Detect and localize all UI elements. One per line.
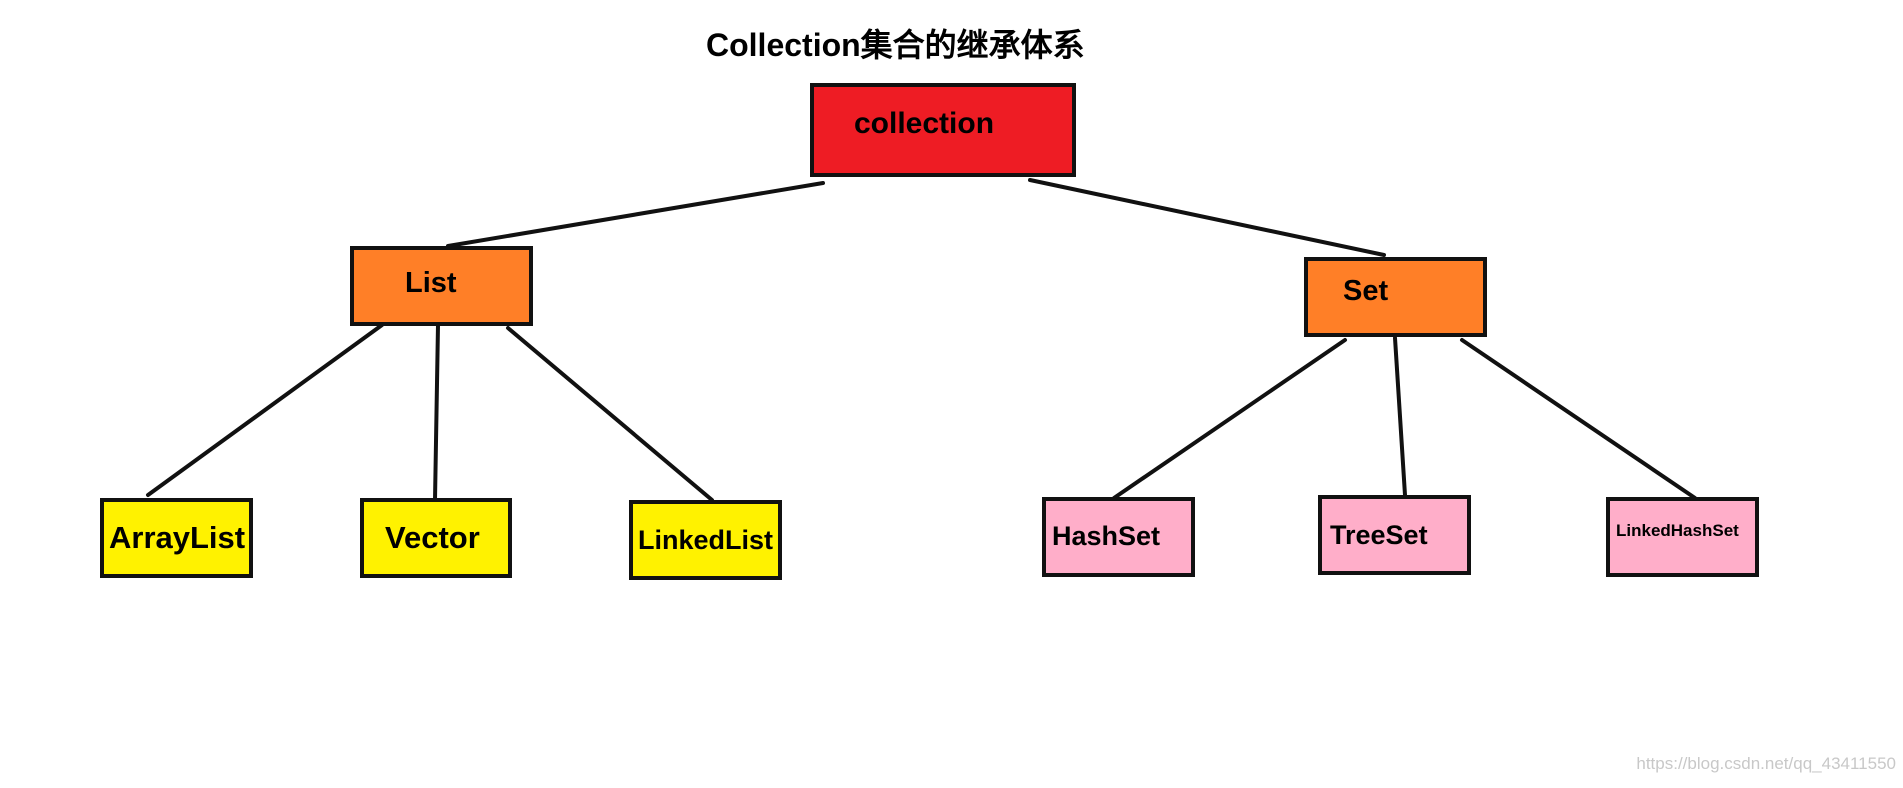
edge-collection-list <box>446 181 825 248</box>
watermark: https://blog.csdn.net/qq_43411550 <box>1636 754 1896 773</box>
node-set: Set <box>1304 257 1487 337</box>
node-treeset: TreeSet <box>1318 495 1471 575</box>
node-arraylist: ArrayList <box>100 498 253 578</box>
node-collection-label: collection <box>854 107 995 140</box>
node-linkedhashset-label: LinkedHashSet <box>1616 521 1739 540</box>
edge-set-hashset <box>1112 338 1347 500</box>
node-arraylist-label: ArrayList <box>109 520 246 555</box>
node-treeset-label: TreeSet <box>1330 519 1428 550</box>
node-vector: Vector <box>360 498 512 578</box>
edge-list-arraylist <box>146 323 384 497</box>
node-hashset: HashSet <box>1042 497 1195 577</box>
node-linkedlist: LinkedList <box>629 500 782 580</box>
node-list-label: List <box>405 267 457 299</box>
node-list: List <box>350 246 533 326</box>
node-collection: collection <box>810 83 1076 177</box>
node-vector-label: Vector <box>385 520 480 555</box>
edge-collection-set <box>1028 178 1386 257</box>
edge-set-linkedhashset <box>1460 338 1697 500</box>
node-linkedhashset: LinkedHashSet <box>1606 497 1759 577</box>
node-set-label: Set <box>1343 275 1389 307</box>
edge-list-linkedlist <box>506 326 714 502</box>
edge-list-vector <box>433 323 440 502</box>
diagram-title: Collection集合的继承体系 <box>706 27 1085 63</box>
edge-set-treeset <box>1393 336 1407 497</box>
node-linkedlist-label: LinkedList <box>638 524 774 555</box>
node-hashset-label: HashSet <box>1052 521 1161 551</box>
